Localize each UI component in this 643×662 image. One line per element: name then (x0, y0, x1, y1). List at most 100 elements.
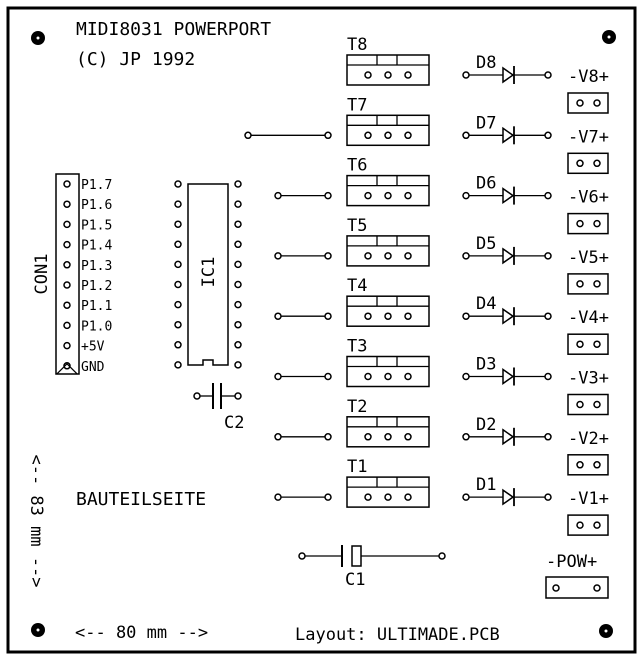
output-pin (576, 521, 584, 529)
ic-pin (174, 341, 182, 349)
transistor-footprint (346, 416, 430, 448)
transistor-pin (384, 191, 392, 200)
layout-label: Layout: ULTIMADE.PCB (295, 625, 500, 645)
transistor-footprint (346, 54, 430, 86)
ic-pin (234, 341, 242, 349)
diode-label: D2 (476, 415, 496, 435)
mounting-hole-top-left (31, 31, 45, 45)
jumper-pad (274, 433, 282, 441)
title-line-1: MIDI8031 POWERPORT (76, 19, 271, 40)
output-label: -V1+ (568, 489, 609, 509)
diode-symbol (502, 187, 515, 205)
transistor-pin (364, 191, 372, 200)
jumper-pad (324, 312, 332, 320)
ic-pin (234, 280, 242, 289)
diode-pad (544, 131, 552, 140)
connector-pin-label: +5V (81, 340, 105, 355)
ic-pin (234, 220, 242, 228)
diode-pad (544, 372, 552, 381)
diode-pad (462, 493, 470, 501)
ic-pin (234, 320, 242, 329)
output-connector (567, 273, 609, 295)
connector-pin-pad (63, 240, 71, 249)
output-connector (567, 514, 609, 536)
transistor-pin (364, 131, 372, 140)
transistor-pin (384, 312, 392, 320)
transistor-pin (384, 372, 392, 381)
jumper-pad (274, 191, 282, 200)
transistor-pin (384, 131, 392, 140)
mounting-hole-bottom-right (599, 624, 613, 638)
diode-symbol (502, 488, 515, 506)
transistor-pin (404, 312, 412, 320)
jumper-pad (324, 433, 332, 441)
mounting-hole-bottom-left (31, 623, 45, 637)
output-pin (593, 400, 601, 409)
diode-symbol (502, 368, 515, 385)
wire-jumper (274, 433, 332, 441)
connector-pin: P1.1 (63, 299, 112, 314)
transistor-label: T2 (347, 397, 367, 417)
transistor-label: T1 (347, 457, 367, 477)
output-connector (567, 212, 609, 235)
ic-name: IC1 (199, 257, 219, 288)
diode-label: D3 (476, 355, 496, 375)
output-pin (576, 219, 584, 228)
connector-pin: P1.0 (63, 319, 112, 334)
diode-label: D5 (476, 234, 496, 254)
diode-label: D1 (476, 475, 496, 495)
connector-pin: P1.4 (63, 239, 112, 254)
transistor-label: T7 (347, 95, 367, 115)
connector-pin-label: P1.7 (81, 178, 112, 193)
jumper-pad (324, 191, 332, 200)
ic-ic1: IC1 (174, 180, 242, 369)
jumper-pad (244, 131, 252, 140)
side-label: BAUTEILSEITE (76, 489, 206, 510)
connector-pin: GND (56, 360, 105, 375)
connector-pin-label: P1.2 (81, 279, 112, 294)
output-label: -V5+ (568, 248, 609, 268)
jumper-pad (274, 372, 282, 381)
transistor-pin (384, 493, 392, 501)
diode-label: D7 (476, 113, 496, 133)
transistor-pin (364, 372, 372, 381)
connector-name: CON1 (32, 254, 52, 295)
power-label: -POW+ (546, 552, 597, 572)
wire-jumper (274, 493, 332, 501)
transistor-footprint (346, 295, 430, 327)
power-connector: -POW+ (545, 552, 609, 599)
diode-symbol (502, 247, 515, 265)
transistor-pin (384, 433, 392, 441)
height-dimension: <-- 83 mm --> (26, 454, 46, 587)
diode-pad (462, 312, 470, 320)
connector-pin: +5V (63, 340, 105, 355)
ic-pin (174, 240, 182, 249)
connector-pin-pad (63, 321, 71, 330)
connector-pin-label: P1.1 (81, 299, 112, 314)
connector-pin: P1.2 (63, 279, 112, 294)
diode-pad (462, 372, 470, 381)
output-label: -V8+ (568, 67, 609, 87)
output-pin (593, 340, 601, 348)
connector-pin-label: GND (81, 360, 105, 375)
diode: D5 (462, 234, 552, 265)
connector-pin-label: P1.5 (81, 218, 112, 233)
board-outline (6, 6, 637, 654)
wire-jumper (274, 372, 332, 381)
ic-pin (234, 200, 242, 208)
diode-pad (462, 433, 470, 441)
output-connector (567, 152, 609, 175)
diode-pad (544, 71, 552, 79)
transistor-pin (404, 252, 412, 260)
diode-symbol (502, 307, 515, 325)
transistor-pin (364, 252, 372, 260)
diode: D3 (462, 355, 552, 386)
capacitor-c1-label: C1 (345, 570, 365, 590)
jumper-pad (324, 493, 332, 501)
mounting-hole-top-right (602, 30, 616, 44)
diode: D8 (462, 53, 552, 84)
transistor-pin (404, 433, 412, 441)
connector-pin: P1.5 (63, 218, 112, 233)
